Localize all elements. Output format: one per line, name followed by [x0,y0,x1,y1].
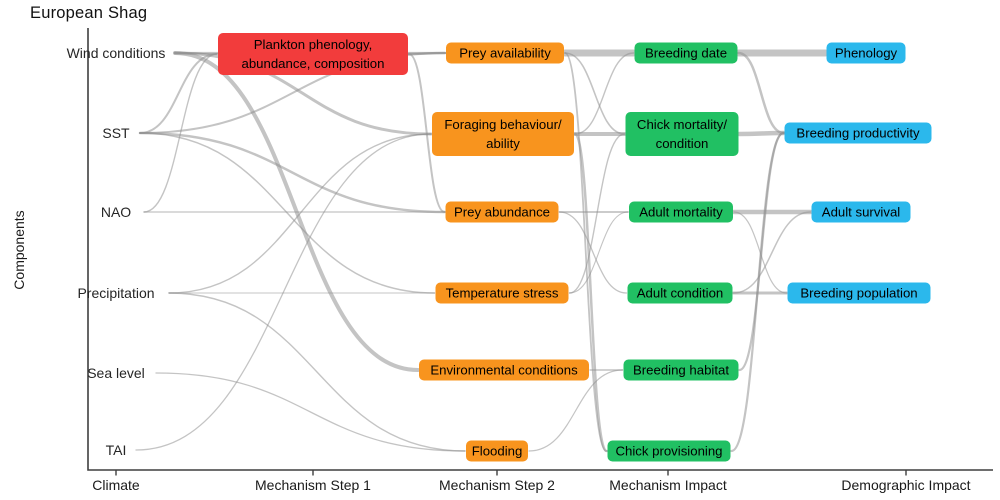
node-label-breeding_hab: Breeding habitat [633,363,729,378]
node-box-env_cond [419,359,589,381]
node-box-breeding_pop [787,282,931,304]
node-label-chick_prov: Chick provisioning [615,444,722,459]
node-label-plankton: Plankton phenology,abundance, compositio… [242,37,385,71]
axis-tick-label-3: Mechanism Impact [609,477,727,493]
link-precip-foraging [168,133,432,294]
axes-layer: Climate Mechanism Step 1 Mechanism Step 2 M… [87,28,993,493]
link-sst-temp_stress [139,132,436,294]
node-label-adult_surv: Adult survival [822,205,900,220]
link-temp_stress-adult_mort [568,211,629,294]
node-box-breeding_date [634,42,738,64]
node-label-tai: TAI [106,442,127,458]
node-label-breeding_date: Breeding date [645,46,727,61]
node-box-breeding_hab [623,359,739,381]
axis-tick-label-2: Mechanism Step 2 [439,477,555,493]
node-box-adult_mort [629,201,733,223]
link-sst-prey_abund [138,131,446,214]
node-box-plankton [218,33,408,75]
node-box-foraging [432,112,574,156]
link-tai-foraging [135,133,432,451]
link-plankton-prey_avail [407,51,447,56]
node-box-flooding [466,440,528,462]
link-breeding_date-breeding_prod [737,51,785,135]
node-box-adult_surv [811,201,911,223]
link-adult_cond-adult_surv [732,211,812,294]
axis-tick-label-4: Demographic Impact [841,477,970,493]
axis-line [87,28,993,471]
link-nao-plankton [143,53,218,213]
link-precip-flooding [168,292,466,452]
link-temp_stress-chick_mort [568,133,626,294]
node-box-prey_avail [446,42,564,64]
links-layer [135,49,829,453]
link-plankton-prey_abund [408,53,446,213]
node-box-chick_prov [607,440,731,462]
link-prey_abund-adult_cond [558,211,628,294]
node-label-sst: SST [102,125,130,141]
link-chick_prov-breeding_prod [730,131,785,453]
node-box-prey_abund [445,201,559,223]
node-label-flooding: Flooding [472,444,523,459]
node-label-foraging: Foraging behaviour/ability [444,117,562,151]
node-box-temp_stress [435,282,569,304]
node-label-nao: NAO [101,204,131,220]
link-foraging-breeding_date [574,52,635,135]
node-box-phenology [826,42,906,64]
axis-tick-label-0: Climate [92,477,140,493]
node-label-prey_abund: Prey abundance [454,205,550,220]
link-prey_avail-chick_mort [564,52,626,135]
node-label-prey_avail: Prey availability [459,46,551,61]
link-sea-flooding [155,372,466,452]
node-label-breeding_pop: Breeding population [800,286,917,301]
node-box-breeding_prod [784,122,932,144]
node-label-adult_cond: Adult condition [637,286,724,301]
figure-title: European Shag [30,4,148,22]
node-label-precip: Precipitation [77,285,154,301]
node-label-chick_mort: Chick mortality/condition [637,117,727,151]
node-label-adult_mort: Adult mortality [639,205,723,220]
node-label-env_cond: Environmental conditions [430,363,578,378]
link-sst-plankton [139,53,218,134]
node-label-wind: Wind conditions [67,45,166,61]
node-label-temp_stress: Temperature stress [446,286,559,301]
node-label-breeding_prod: Breeding productivity [796,126,920,141]
node-box-adult_cond [627,282,733,304]
axis-tick-label-1: Mechanism Step 1 [255,477,371,493]
node-label-sea: Sea level [87,365,145,381]
node-label-phenology: Phenology [835,46,898,61]
node-box-chick_mort [625,112,739,156]
link-flooding-breeding_hab [528,369,624,452]
link-foraging-chick_prov [573,132,608,453]
link-chick_mort-breeding_prod [737,130,786,137]
